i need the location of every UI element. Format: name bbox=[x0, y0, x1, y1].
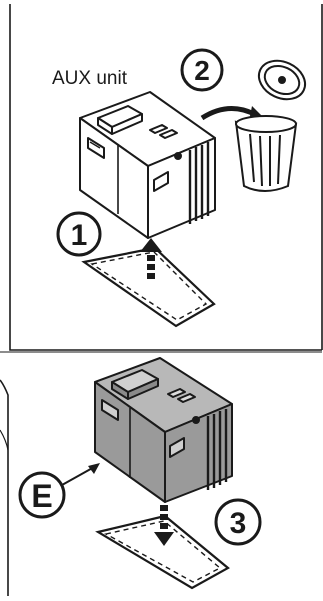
bottom-left-edge bbox=[0, 380, 8, 596]
up-arrow-icon bbox=[140, 238, 162, 279]
step-2-number: 2 bbox=[194, 55, 210, 86]
aux-unit-removed bbox=[80, 92, 215, 238]
part-e-callout: E bbox=[20, 463, 100, 517]
down-arrow-icon bbox=[154, 505, 174, 546]
aux-unit-installed bbox=[95, 358, 232, 502]
step-2-callout: 2 bbox=[182, 50, 222, 90]
step-3-callout: 3 bbox=[216, 500, 260, 544]
aux-unit-label: AUX unit bbox=[52, 68, 128, 89]
step-3-number: 3 bbox=[230, 507, 247, 540]
step-1-callout: 1 bbox=[58, 213, 100, 255]
trash-can-icon bbox=[236, 54, 311, 191]
part-e-letter: E bbox=[31, 478, 52, 514]
step-1-number: 1 bbox=[71, 219, 88, 252]
